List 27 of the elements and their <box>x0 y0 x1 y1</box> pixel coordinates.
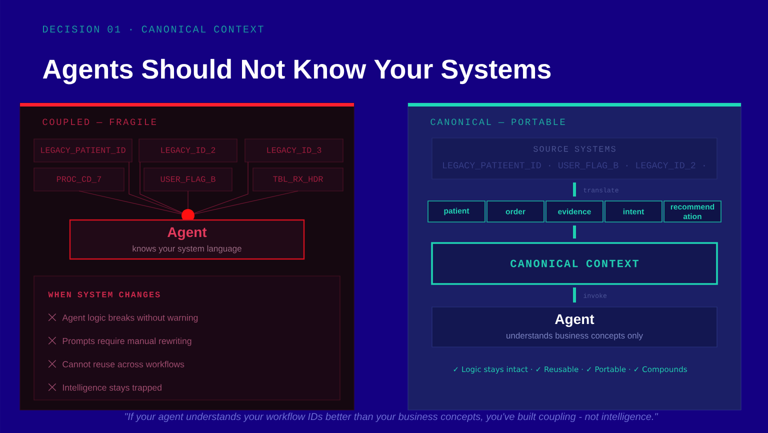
code-box: LEGACY_ID_2 <box>138 138 238 162</box>
connector <box>573 182 576 196</box>
code-box: PROC_CD_7 <box>34 168 124 192</box>
agent-box: Agent knows your system language <box>69 219 305 260</box>
connector <box>128 162 182 214</box>
connector <box>573 288 576 302</box>
slide-title: Agents Should Not Know Your Systems <box>42 58 551 84</box>
code-box: USER_FLAG_B <box>144 168 232 192</box>
warning-item: Agent logic breaks without warning <box>62 314 198 322</box>
connector <box>78 190 182 214</box>
section-kicker: DECISION 01 · CANONICAL CONTEXT <box>43 26 264 33</box>
warning-item: Cannot reuse across workflows <box>62 360 184 368</box>
warning-item: Prompts require manual rewriting <box>62 338 192 346</box>
connector <box>573 226 576 238</box>
agent-box: Agent understands business concepts only <box>432 306 718 348</box>
connector <box>194 190 298 214</box>
code-box: LEGACY_PATIENT_ID <box>34 138 132 162</box>
panel-heading: WHEN SYSTEM CHANGES <box>48 292 160 298</box>
quote-caption: "If your agent understands your workflow IDs better than your business concepts, you've built coupling - not intelligence." <box>125 412 658 422</box>
code-box: LEGACY_ID_3 <box>244 138 344 162</box>
warning-item: Intelligence stays trapped <box>63 384 162 392</box>
panel-heading: CANONICAL — PORTABLE <box>430 118 565 126</box>
context-box: CANONICAL CONTEXT <box>431 242 718 285</box>
connector <box>140 162 182 214</box>
panel-heading: COUPLED — FRAGILE <box>42 118 156 126</box>
code-box: TBL_RX_HDR <box>252 168 344 192</box>
connector <box>194 162 248 214</box>
